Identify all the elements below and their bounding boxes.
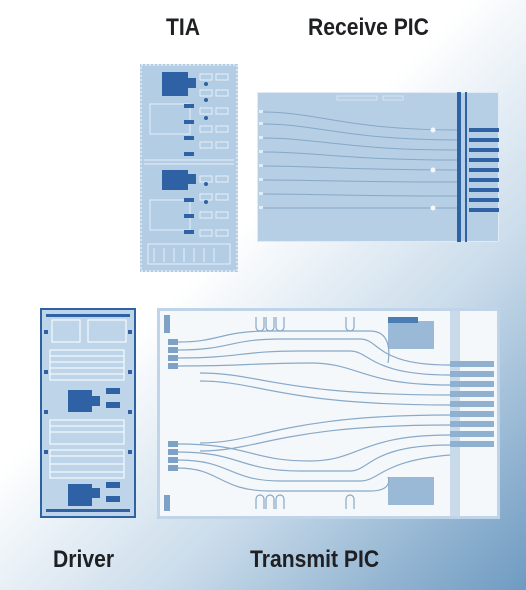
- driver-chip-image: [40, 308, 136, 518]
- transmit-pic-chip-image: [157, 308, 500, 519]
- transmit-pic-label: Transmit PIC: [250, 546, 380, 573]
- tia-label: TIA: [166, 14, 201, 41]
- tia-chip-image: [140, 64, 238, 272]
- driver-label: Driver: [53, 546, 115, 573]
- receive-pic-chip-image: [257, 92, 499, 242]
- receive-pic-label: Receive PIC: [308, 14, 429, 41]
